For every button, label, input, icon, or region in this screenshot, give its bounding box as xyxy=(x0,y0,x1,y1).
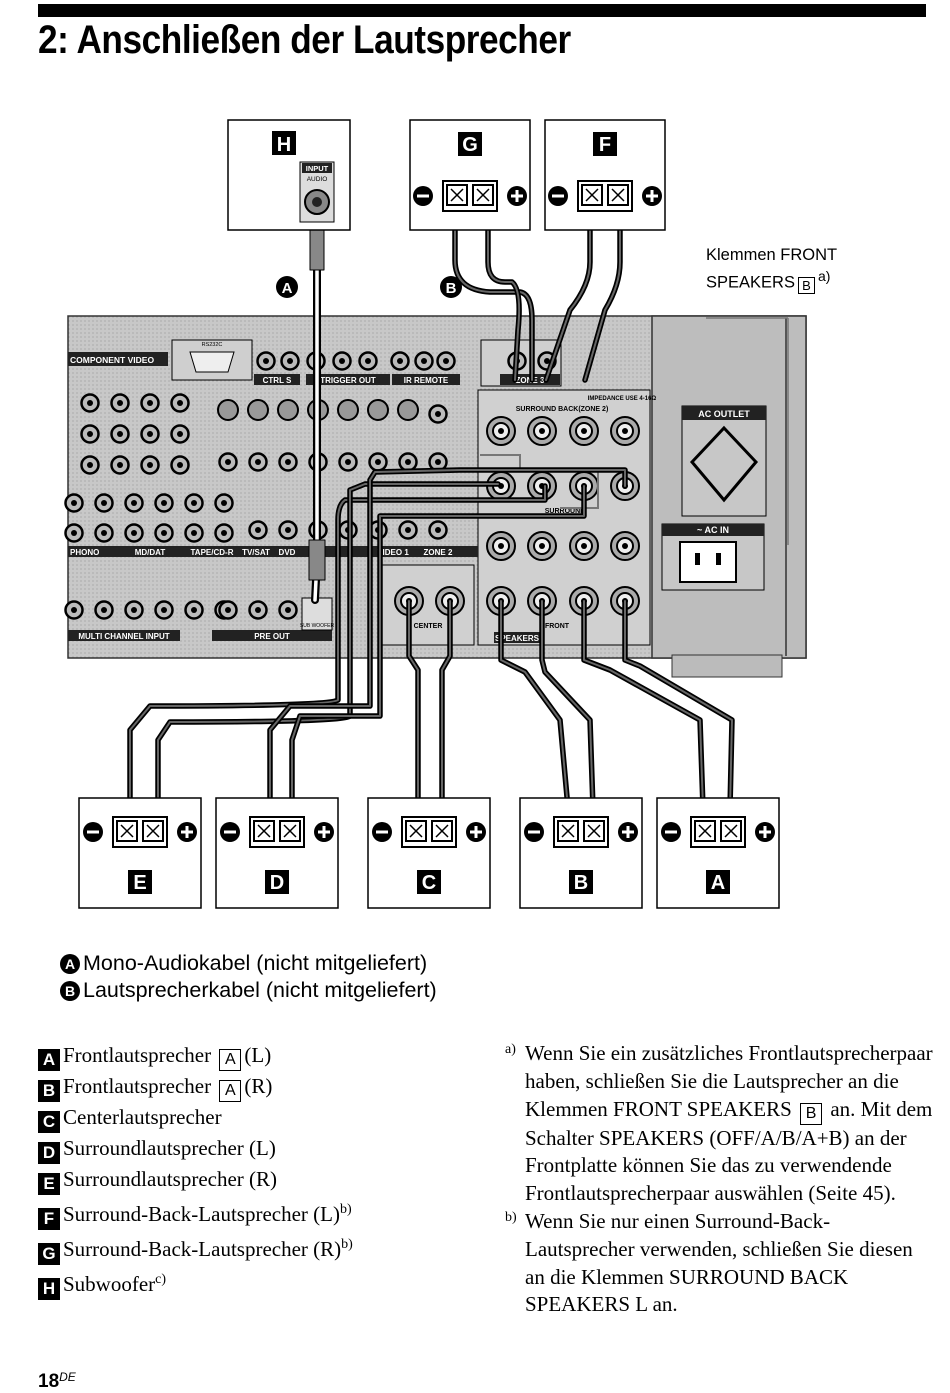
legend-text: Subwoofer xyxy=(63,1272,156,1296)
legend-mark: b) xyxy=(339,1202,352,1217)
ac-outlet xyxy=(681,405,767,517)
svg-text:RS232C: RS232C xyxy=(202,342,223,348)
callout-mark: a) xyxy=(817,268,831,284)
legend-key: G xyxy=(38,1243,60,1265)
legend-text: Surround-Back-Lautsprecher (L) xyxy=(63,1202,340,1226)
svg-text:AUDIO: AUDIO xyxy=(307,176,328,183)
ac-in-label: ~ AC IN xyxy=(697,525,729,535)
svg-text:B: B xyxy=(574,872,588,894)
svideo-jack xyxy=(397,399,419,421)
svg-text:IR REMOTE: IR REMOTE xyxy=(404,376,449,385)
legend-text: Centerlautsprecher xyxy=(63,1105,222,1129)
svg-text:SURROUND BACK(ZONE 2): SURROUND BACK(ZONE 2) xyxy=(516,406,609,413)
legend-key: B xyxy=(38,1080,60,1102)
legend-box: A xyxy=(219,1080,242,1102)
svg-text:TAPE/CD-R: TAPE/CD-R xyxy=(191,548,234,557)
page-title: 2: Anschließen der Lautsprecher xyxy=(38,18,571,62)
svideo-jack xyxy=(337,399,359,421)
svg-text:H: H xyxy=(277,134,291,156)
legend-key: H xyxy=(38,1278,60,1300)
svg-text:DVD: DVD xyxy=(279,548,296,557)
footnote-a: a) Wenn Sie ein zusätzliches Frontlautsp… xyxy=(505,1041,933,1206)
legend-key: F xyxy=(38,1208,60,1230)
svideo-jack xyxy=(247,399,269,421)
svg-text:C: C xyxy=(422,872,436,894)
svg-text:ZONE 2: ZONE 2 xyxy=(424,548,453,557)
legend-text: Frontlautsprecher xyxy=(63,1074,212,1098)
svg-text:SURROUND: SURROUND xyxy=(545,508,585,515)
legend-suffix: (R) xyxy=(244,1074,273,1098)
svg-text:D: D xyxy=(270,872,284,894)
legend-suffix: (L) xyxy=(244,1043,272,1067)
svg-text:TRIGGER OUT: TRIGGER OUT xyxy=(320,376,376,385)
legend-key: E xyxy=(38,1173,60,1195)
callout-line1: Klemmen FRONT xyxy=(706,246,838,264)
header-rule xyxy=(38,4,926,17)
footnote-b: b) Wenn Sie nur einen Surround-Back-Laut… xyxy=(505,1208,913,1317)
svg-text:COMPONENT VIDEO: COMPONENT VIDEO xyxy=(70,355,154,365)
legend-mark: b) xyxy=(341,1237,353,1252)
svg-text:MULTI CHANNEL INPUT: MULTI CHANNEL INPUT xyxy=(78,632,169,641)
svg-text:FRONT: FRONT xyxy=(545,623,570,630)
svideo-jack xyxy=(277,399,299,421)
callout-line2: SPEAKERS xyxy=(706,273,795,292)
svg-text:SUB WOOFER: SUB WOOFER xyxy=(300,623,335,629)
legend-key: C xyxy=(38,1111,60,1133)
svg-text:F: F xyxy=(599,134,611,156)
svg-text:A: A xyxy=(282,280,293,297)
page-number: 18DE xyxy=(38,1370,76,1392)
footnotes: a) Wenn Sie ein zusätzliches Frontlautsp… xyxy=(505,1040,935,1319)
svg-text:A: A xyxy=(711,872,725,894)
legend-key: A xyxy=(38,1049,60,1071)
wiring-diagram: AC OUTLET ~ AC IN SURROUND BACK(ZONE 2) … xyxy=(64,119,807,909)
svg-text:CENTER: CENTER xyxy=(414,623,443,630)
svg-text:CTRL S: CTRL S xyxy=(263,376,292,385)
svideo-jack xyxy=(217,399,239,421)
svg-text:IMPEDANCE USE 4-16Ω: IMPEDANCE USE 4-16Ω xyxy=(588,396,657,402)
svg-text:SPEAKERS: SPEAKERS xyxy=(495,634,540,643)
svg-text:E: E xyxy=(133,872,146,894)
legend-text: Surroundlautsprecher (L) xyxy=(63,1136,276,1160)
svg-text:VIDEO 1: VIDEO 1 xyxy=(377,548,409,557)
svg-text:PHONO: PHONO xyxy=(70,548,99,557)
cable-tag-a xyxy=(276,276,298,298)
legend-text: Surround-Back-Lautsprecher (R) xyxy=(63,1237,342,1261)
cable-tag-b xyxy=(440,276,462,298)
svg-text:TV/SAT: TV/SAT xyxy=(242,548,270,557)
svg-text:B: B xyxy=(446,280,457,297)
legend-mark: c) xyxy=(155,1272,167,1287)
callout-box: B xyxy=(797,276,815,294)
legend-box: A xyxy=(219,1049,242,1071)
svg-text:G: G xyxy=(462,134,478,156)
ac-outlet-label: AC OUTLET xyxy=(698,409,750,419)
legend-key: D xyxy=(38,1142,60,1164)
svideo-jack xyxy=(367,399,389,421)
legend-text: Frontlautsprecher xyxy=(63,1043,212,1067)
legend-text: Surroundlautsprecher (R) xyxy=(63,1167,278,1191)
svg-text:INPUT: INPUT xyxy=(306,164,329,173)
svg-text:PRE OUT: PRE OUT xyxy=(254,632,290,641)
svg-text:MD/DAT: MD/DAT xyxy=(135,548,166,557)
